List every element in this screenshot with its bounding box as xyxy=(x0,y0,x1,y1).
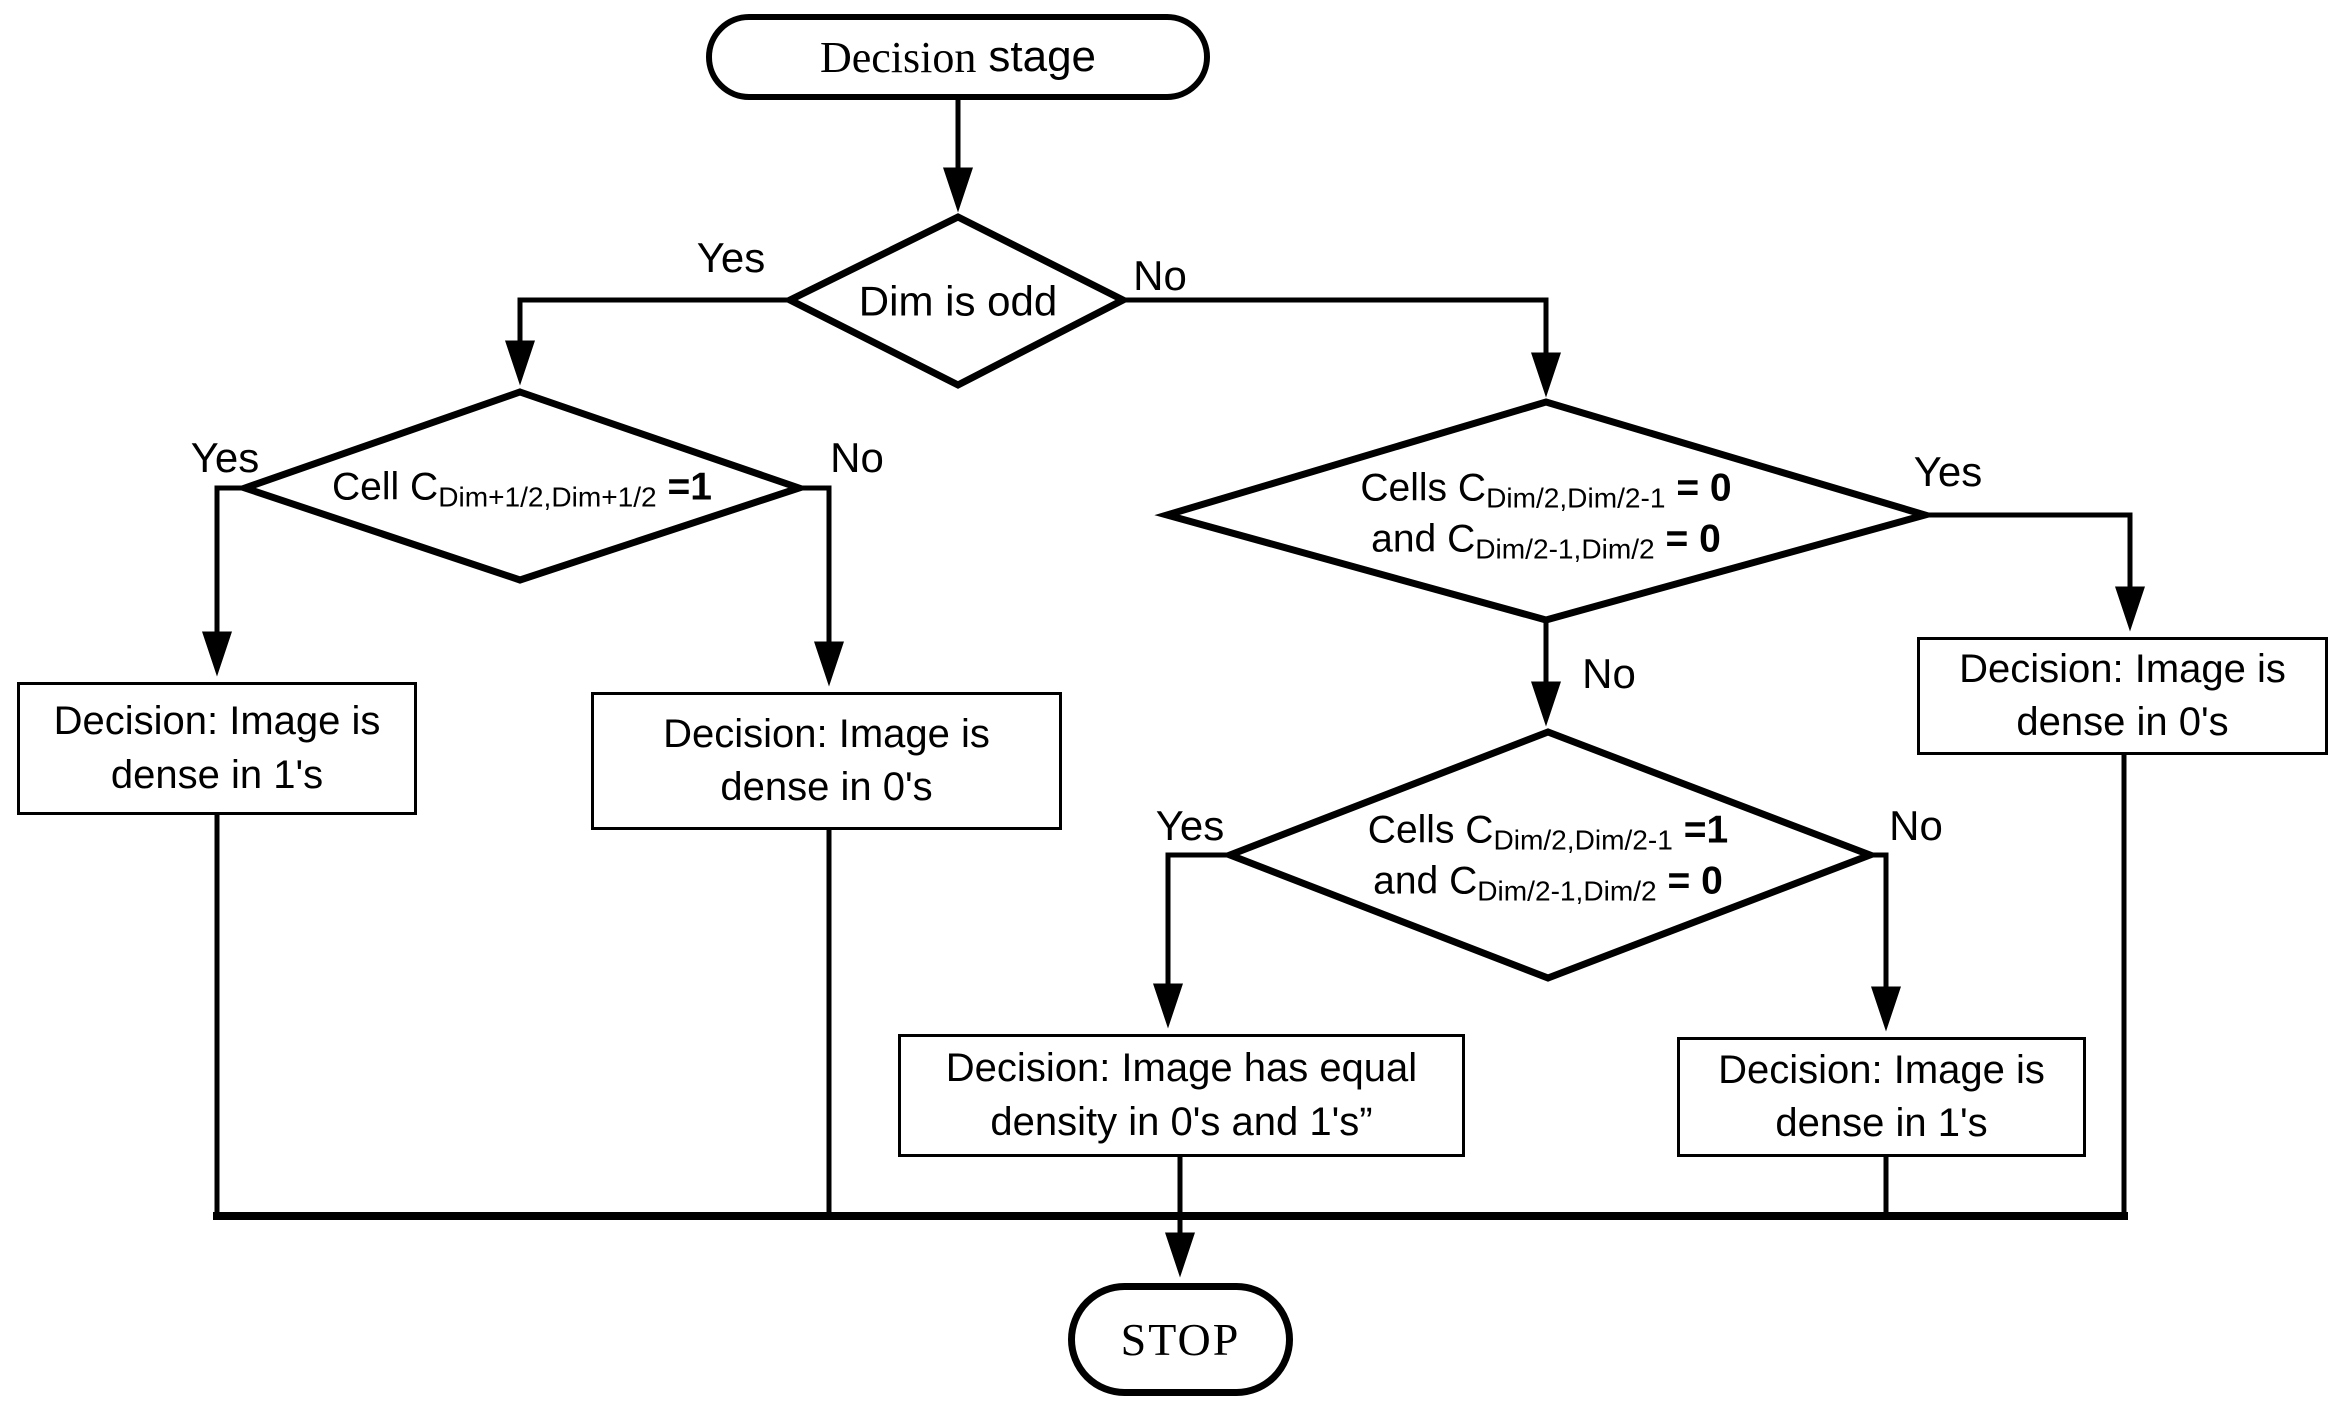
decision-label-line: and CDim/2-1,Dim/2 = 0 xyxy=(1373,859,1723,907)
edge-label-d2-no: No xyxy=(830,434,884,481)
decision-label-line: Cells CDim/2,Dim/2-1 = 0 xyxy=(1360,466,1732,514)
edge-label-d3-no: No xyxy=(1582,650,1636,697)
start-label-serif: Decision xyxy=(819,32,977,82)
result-line: dense in 0's xyxy=(2016,700,2229,744)
stop-terminator: STOP xyxy=(1068,1283,1293,1396)
result-line: Decision: Image has equal xyxy=(945,1046,1418,1091)
result-line: dense in 1's xyxy=(110,752,324,797)
decision-diamond-cell-center xyxy=(234,388,810,584)
edge-d3-yes xyxy=(1925,512,2145,632)
edge-d1-yes xyxy=(505,297,790,386)
result-box-dense-in-1s-left: Decision: Image is dense in 1's xyxy=(17,682,417,815)
start-label-sans: stage xyxy=(988,32,1097,81)
edge-label-d4-yes: Yes xyxy=(1155,802,1225,849)
edge-label-d4-no: No xyxy=(1889,802,1943,849)
result-box-dense-in-0s-right: Decision: Image is dense in 0's xyxy=(1917,637,2328,755)
result-box-dense-in-1s-right: Decision: Image is dense in 1's xyxy=(1677,1037,2086,1157)
decision-label-dim-odd: Dim is odd xyxy=(858,277,1058,325)
edge-label-d1-yes: Yes xyxy=(696,234,766,281)
result-line: Decision: Image is xyxy=(1718,1047,2045,1092)
edge-label-d3-yes: Yes xyxy=(1913,448,1983,495)
decision-label-line: Cells CDim/2,Dim/2-1 =1 xyxy=(1367,808,1729,856)
result-line: Decision: Image is xyxy=(663,711,990,756)
decision-diamond-cells-one-zero xyxy=(1220,728,1880,982)
decision-label-cells-one-zero: Cells CDim/2,Dim/2-1 =1 and CDim/2-1,Dim… xyxy=(1368,805,1728,906)
decision-label-cells-zero: Cells CDim/2,Dim/2-1 = 0 and CDim/2-1,Di… xyxy=(1360,463,1731,564)
edge-d2-no xyxy=(799,485,844,687)
decision-diamond-dim-odd xyxy=(782,213,1131,389)
result-line: density in 0's and 1's” xyxy=(990,1099,1373,1144)
result-box-dense-in-0s-middle: Decision: Image is dense in 0's xyxy=(591,692,1062,830)
result-box-equal-density: Decision: Image has equal density in 0's… xyxy=(898,1034,1465,1157)
edge-label-d2-yes: Yes xyxy=(190,434,260,481)
result-line: Decision: Image is xyxy=(1959,646,2286,691)
stop-label: STOP xyxy=(1120,1314,1241,1365)
edge-d4-no xyxy=(1870,852,1901,1032)
decision-label-line: and CDim/2-1,Dim/2 = 0 xyxy=(1371,517,1721,565)
edge-d1-no xyxy=(1123,297,1561,398)
result-line: dense in 1's xyxy=(1775,1101,1988,1145)
edge-d2-yes xyxy=(202,485,245,677)
edge-d4-yes xyxy=(1153,852,1230,1029)
edge-label-d1-no: No xyxy=(1133,252,1187,299)
decision-diamond-cells-zero xyxy=(1154,398,1938,624)
start-terminator: Decision stage xyxy=(706,14,1210,100)
decision-label-cell-center: Cell CDim+1/2,Dim+1/2 =1 xyxy=(332,465,712,513)
result-line: Decision: Image is xyxy=(53,699,381,744)
result-line: dense in 0's xyxy=(720,765,933,809)
